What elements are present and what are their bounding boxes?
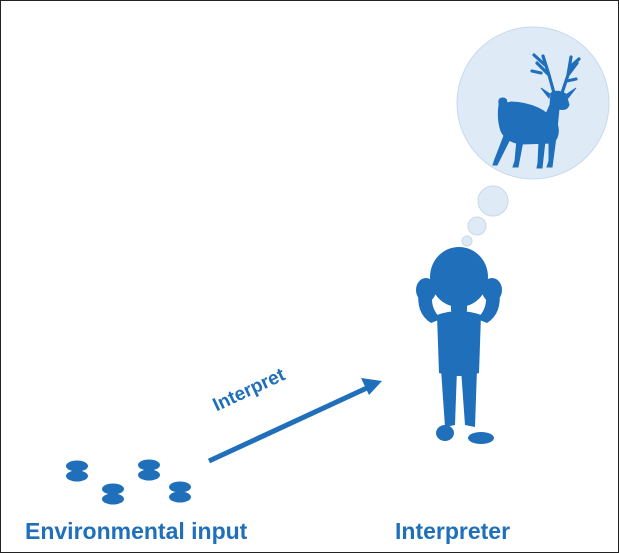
person-thinking-icon xyxy=(416,247,502,444)
environmental-input-caption: Environmental input xyxy=(25,518,248,544)
deer-icon xyxy=(492,53,581,169)
interpreter-caption: Interpreter xyxy=(395,518,511,544)
hoofprint-icon xyxy=(169,481,191,503)
hoofprint-icon xyxy=(66,460,88,482)
hoofprint-icon xyxy=(102,483,124,505)
hoofprint-icon xyxy=(138,459,160,481)
interpret-arrow xyxy=(207,378,382,464)
hoofprints-icon xyxy=(66,459,191,505)
